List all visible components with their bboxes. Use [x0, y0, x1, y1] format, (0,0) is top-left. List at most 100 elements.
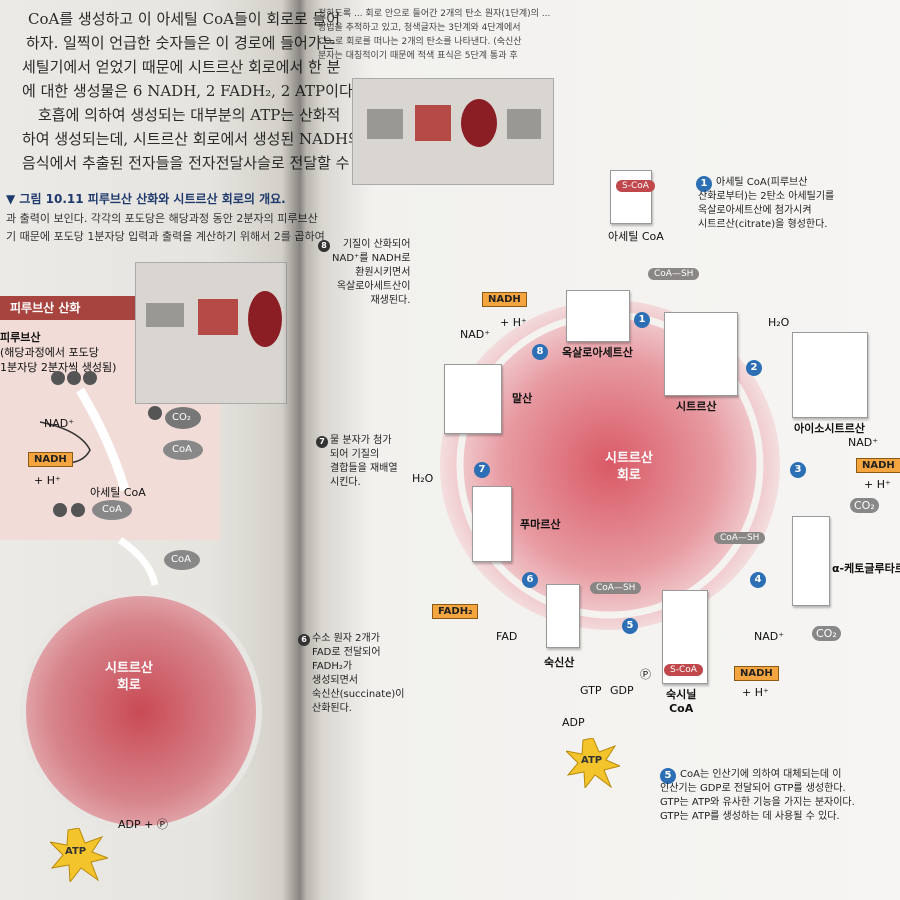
step-1-badge: 1: [696, 176, 712, 192]
carbon-atom: [148, 406, 162, 420]
step5-callout: CoA는 인산기에 의하여 대체되는데 이 인산기는 GDP로 전달되어 GTP…: [660, 769, 855, 822]
right-text-line: 정하도록 ... 회로 안으로 들어간 2개의 탄소 원자(1단계)의 ...: [318, 9, 551, 19]
fadh2-chip: FADH₂: [432, 604, 479, 619]
nadh-chip: NADH: [734, 666, 779, 681]
nadh-chip: NADH: [856, 458, 900, 473]
nad-label: NAD⁺: [460, 328, 491, 341]
adp-label: ADP: [562, 716, 585, 729]
left-citric-cycle: [20, 590, 262, 832]
succinyl-coa-label: 숙시닐 CoA: [666, 688, 697, 715]
h-plus-label: + H⁺: [742, 686, 769, 699]
step-8-badge: 8: [532, 344, 548, 360]
left-text-line: 에 대한 생성물은 6 NADH, 2 FADH₂, 2 ATP이다.: [22, 82, 358, 100]
atp-label: ATP: [65, 846, 87, 857]
coa-label: CoA: [171, 554, 191, 565]
left-text-line: 호흡에 의하여 생성되는 대부분의 ATP는 산화적: [38, 106, 341, 124]
left-text-line: CoA를 생성하고 이 아세틸 CoA들이 회로로 들어: [28, 10, 341, 28]
fumarate-label: 푸마르산: [520, 518, 561, 531]
step6-callout: 수소 원자 2개가 FAD로 전달되어 FADH₂가 생성되면서 숙신산(suc…: [312, 633, 405, 714]
acetyl-coa-molecule: [610, 170, 652, 224]
co2-bubble: [165, 407, 201, 429]
atp-starburst-icon: [50, 828, 108, 882]
h-plus-label: + H⁺: [864, 478, 891, 491]
mitochondrion-inset-right: [352, 78, 554, 185]
coa-bubble: [164, 550, 200, 570]
h-plus-label: + H⁺: [500, 316, 527, 329]
step-7-badge: 7: [474, 462, 490, 478]
atp-starburst-icon: [566, 738, 620, 788]
nadh-chip: NADH: [28, 452, 73, 467]
adp-pi-label: ADP + Ⓟ: [118, 818, 168, 831]
figure-caption-line: 과 출력이 보인다. 각각의 포도당은 해당과정 동안 2분자의 피루브산: [6, 212, 318, 225]
gtp-label: GTP: [580, 684, 602, 697]
step-5-badge: 5: [622, 618, 638, 634]
book-gutter: [282, 0, 322, 900]
nadh-chip: NADH: [482, 292, 527, 307]
co2-label: CO₂: [812, 626, 841, 641]
step-8-badge: 8: [318, 240, 330, 252]
coa-bubble: [163, 440, 203, 460]
phosphate-label: Ⓟ: [640, 668, 651, 681]
step-6-badge: 6: [298, 634, 310, 646]
step1-callout: 아세틸 CoA(피루브산 산화로부터)는 2탄소 아세틸기를 옥살로아세트산에 …: [698, 177, 835, 230]
pyruvate-molecule: [51, 371, 97, 385]
step-1-badge: 1: [634, 312, 650, 328]
cycle-title: 시트르산 회로: [605, 451, 653, 483]
step-2-badge: 2: [746, 360, 762, 376]
acetyl-coa-label: 아세틸 CoA: [608, 230, 664, 243]
succinate-molecule: [546, 584, 580, 648]
malate-label: 말산: [512, 392, 533, 405]
right-text-line: 방법을 추적하고 있고, 청색글자는 3단계와 4단계에서: [318, 23, 521, 33]
isocitrate-molecule: [792, 332, 868, 418]
nad-label: NAD⁺: [848, 436, 879, 449]
ketoglutarate-molecule: [792, 516, 830, 606]
succinate-label: 숙신산: [544, 656, 575, 669]
coa-bubble: [92, 500, 132, 520]
nad-label: NAD⁺: [44, 417, 75, 430]
step-7-badge: 7: [316, 436, 328, 448]
left-text-line: 하여 생성되는데, 시트르산 회로에서 생성된 NADH와: [22, 130, 362, 148]
left-text-line: 세틸기에서 얻었기 때문에 시트르산 회로에서 한 분: [22, 58, 341, 76]
mitochondrion-inset: [135, 262, 287, 404]
step-6-badge: 6: [522, 572, 538, 588]
right-text-line: 분자는 대칭적이기 때문에 적색 표식은 5단계 통과 후: [318, 51, 518, 61]
step-4-badge: 4: [750, 572, 766, 588]
pyruvate-oxidation-diagram: [39, 371, 203, 586]
h-plus-label: + H⁺: [34, 474, 61, 487]
coa-sh-chip: CoA—SH: [714, 532, 766, 544]
oxaloacetate-molecule: [566, 290, 630, 342]
step-3-badge: 3: [790, 462, 806, 478]
left-text-line: 음식에서 추출된 전자들을 전자전달사슬로 전달할 수: [22, 154, 350, 172]
s-coa-chip: S-CoA: [664, 664, 703, 676]
gdp-label: GDP: [610, 684, 634, 697]
coa-label: CoA: [172, 444, 192, 455]
coa-label: CoA: [102, 504, 122, 515]
coa-sh-chip: CoA—SH: [648, 268, 700, 280]
step8-callout: 기질이 산화되어 NAD⁺를 NADH로 환원시키면서 옥살로아세트산이 재생된…: [332, 239, 411, 306]
citrate-molecule: [664, 312, 738, 396]
ketoglutarate-label: α-케토글루타르: [832, 562, 900, 575]
pyruvate-oxidation-banner: 피루브산 산화: [0, 296, 142, 320]
h2o-label: H₂O: [768, 316, 790, 329]
figure-title: ▼ 그림 10.11 피루브산 산화와 시트르산 회로의 개요.: [6, 192, 286, 206]
acetyl-coa-label: 아세틸 CoA: [90, 486, 146, 499]
figure-caption-line: 기 때문에 포도당 1분자당 입력과 출력을 계산하기 위해서 2를 곱하여: [6, 230, 325, 243]
isocitrate-label: 아이소시트르산: [794, 422, 865, 435]
co2-label: CO₂: [172, 412, 191, 423]
fad-label: FAD: [496, 630, 518, 643]
right-text-line: CO₂로 회로를 떠나는 2개의 탄소를 나타낸다. (숙신산: [318, 37, 522, 47]
citrate-label: 시트르산: [676, 400, 717, 413]
fumarate-molecule: [472, 486, 512, 562]
malate-molecule: [444, 364, 502, 434]
to-cycle-arrow: [118, 537, 159, 586]
atp-label: ATP: [581, 755, 603, 766]
step7-callout: 물 분자가 첨가 되어 기질의 결합들을 재배열 시킨다.: [330, 435, 398, 488]
left-text-line: 하자. 일찍이 언급한 숫자들은 이 경로에 들어가는: [26, 34, 336, 52]
left-cycle-title: 시트르산 회로: [105, 661, 153, 693]
coa-sh-chip: CoA—SH: [590, 582, 642, 594]
h2o-label: H₂O: [412, 472, 434, 485]
nad-label: NAD⁺: [754, 630, 785, 643]
co2-label: CO₂: [850, 498, 879, 513]
oxaloacetate-label: 옥살로아세트산: [562, 346, 633, 359]
